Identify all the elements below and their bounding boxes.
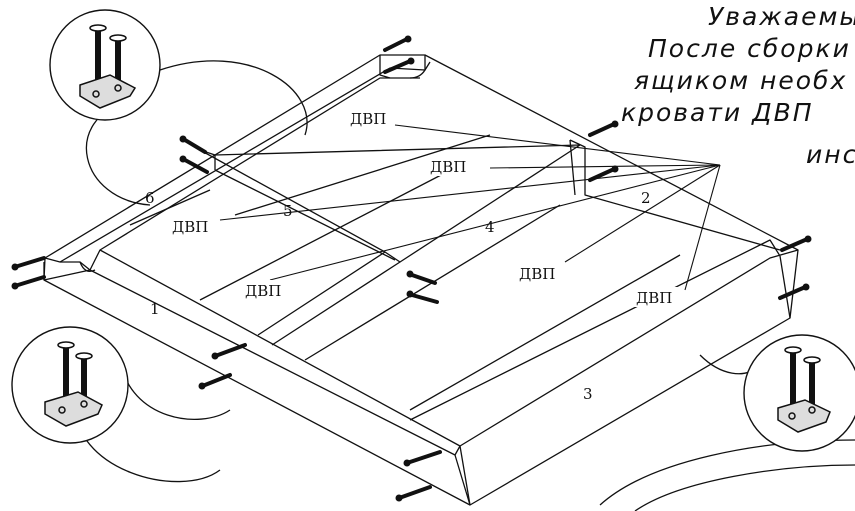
panel-5-divider: [199, 144, 581, 263]
screw-icon: [211, 343, 247, 360]
note-line-2: После сборки: [648, 34, 851, 63]
panel-3-inner: [409, 239, 781, 421]
screw-icon: [780, 235, 812, 252]
dvp-label: ДВП: [172, 218, 208, 236]
panel-number-5: 5: [283, 202, 293, 220]
note-line-3: ящиком необх: [634, 66, 848, 95]
note-line-1: Уважаемый: [708, 2, 855, 31]
panel-3-rail: [454, 255, 791, 506]
screw-icon: [179, 155, 209, 174]
screw-icon: [406, 290, 439, 304]
panel-number-3: 3: [583, 385, 593, 403]
frame-outline: [43, 54, 799, 506]
screw-bracket-icon: [777, 346, 831, 433]
detail-circle-top-left: [49, 9, 161, 121]
leader-line: [564, 164, 721, 263]
panel-number-1: 1: [150, 300, 160, 318]
screw-icon: [403, 450, 442, 467]
slat: [199, 159, 471, 301]
screw-icon: [11, 275, 46, 290]
screw-icon: [406, 270, 437, 285]
callout-arc: [634, 464, 855, 511]
leader-line: [394, 124, 721, 166]
dvp-label: ДВП: [636, 289, 672, 307]
panel-number-4: 4: [485, 218, 495, 236]
dvp-label: ДВП: [245, 282, 281, 300]
leader-line: [269, 164, 721, 281]
slot-notch: [379, 55, 426, 79]
panel-2-edge: [569, 139, 781, 251]
screw-icon: [198, 373, 232, 390]
detail-circle-bottom-right: [743, 334, 855, 452]
panel-number-6: 6: [145, 189, 155, 207]
dvp-label: ДВП: [519, 265, 555, 283]
leader-line: [489, 164, 721, 169]
screw-icon: [588, 165, 619, 182]
dvp-label: ДВП: [350, 110, 386, 128]
leader-line: [684, 164, 721, 291]
slat: [409, 254, 681, 411]
screw-icon: [395, 485, 432, 502]
panel-1-top-edge: [99, 249, 799, 447]
screw-bracket-icon: [44, 341, 103, 427]
note-line-4: кровати ДВП: [621, 98, 814, 127]
panel-number-2: 2: [641, 189, 651, 207]
screw-icon: [588, 120, 619, 137]
slat: [129, 189, 211, 226]
screw-icon: [383, 57, 415, 74]
screw-icon: [11, 256, 46, 271]
detail-circle-bottom-left: [11, 326, 129, 444]
screw-icon: [179, 135, 207, 154]
screw-icon: [778, 283, 810, 300]
callout-arc: [159, 60, 308, 136]
dvp-label: ДВП: [430, 158, 466, 176]
screw-bracket-icon: [79, 24, 137, 109]
note-line-5: инс: [806, 140, 855, 169]
slat: [234, 134, 491, 216]
panel-6-inner: [60, 77, 420, 271]
screw-icon: [383, 35, 412, 52]
panel-5-lower: [214, 169, 396, 261]
panel-4-divider: [257, 251, 401, 346]
leader-line: [219, 164, 721, 221]
